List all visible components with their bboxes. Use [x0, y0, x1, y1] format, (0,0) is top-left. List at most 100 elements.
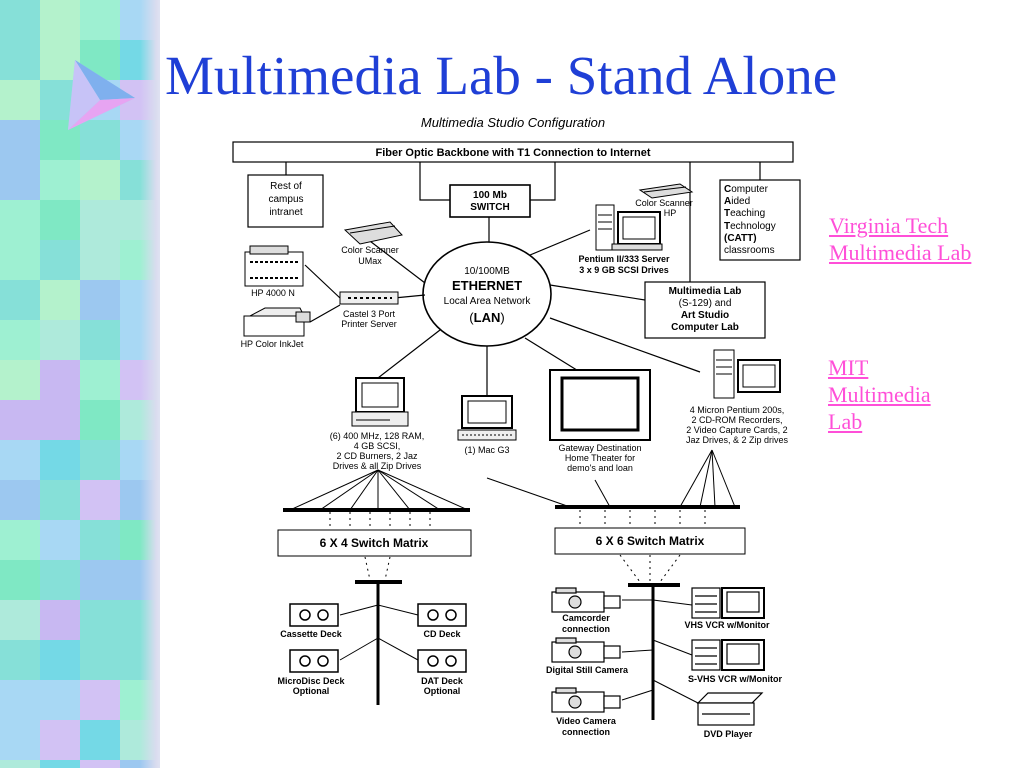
micron-line1: 4 Micron Pentium 200s,: [690, 405, 785, 415]
stripe-tile: [0, 280, 40, 320]
pentium-line2: 3 x 9 GB SCSI Drives: [579, 265, 669, 275]
catt-line1: Computer: [724, 184, 769, 195]
stripe-tile: [40, 640, 80, 680]
scanner-umax-line2: UMax: [358, 256, 382, 266]
stripe-tile: [0, 560, 40, 600]
stripe-tile: [40, 600, 80, 640]
stripe-tile: [40, 200, 80, 240]
dat-deck-icon: [417, 649, 467, 673]
ethernet-lan-circle: [422, 241, 552, 347]
dat-line1: DAT Deck: [421, 676, 464, 686]
hp4000-label: HP 4000 N: [251, 288, 295, 298]
backbone-label: Fiber Optic Backbone with T1 Connection …: [375, 147, 650, 159]
stripe-tile: [0, 200, 40, 240]
stripe-tile: [80, 160, 120, 200]
dvd-player-icon: [696, 692, 764, 726]
abbr-lan: LAN: [474, 310, 501, 325]
stripe-tile: [0, 240, 40, 280]
stripe-tile: [40, 680, 80, 720]
link-mit-line2[interactable]: Multimedia: [828, 382, 931, 407]
stripe-tile: [40, 400, 80, 440]
digital-still-camera-icon: [551, 637, 621, 663]
matrix-6x6-label: 6 X 6 Switch Matrix: [596, 534, 705, 548]
stripe-tile: [80, 280, 120, 320]
link-virginia-tech-line2[interactable]: Multimedia Lab: [829, 240, 972, 265]
stripe-tile: [40, 360, 80, 400]
stripe-tile: [0, 40, 40, 80]
mac-g3-label: (1) Mac G3: [464, 445, 509, 455]
pcs-400-line1: (6) 400 MHz, 128 RAM,: [330, 431, 425, 441]
catt-initial-t1: T: [724, 208, 730, 219]
stripe-tile: [0, 120, 40, 160]
cassette-deck-icon: [289, 603, 339, 627]
mmlab-line2: (S-129) and: [679, 298, 732, 309]
matrix-6x4-label: 6 X 4 Switch Matrix: [320, 536, 429, 550]
pcs-400-line4: Drives & all Zip Drives: [333, 461, 422, 471]
stripe-tile: [0, 320, 40, 360]
ethernet-name: ETHERNET: [452, 278, 522, 293]
stripe-tile: [0, 640, 40, 680]
abbr-open: (: [469, 310, 474, 325]
cd-deck-icon: [417, 603, 467, 627]
stripe-tile: [80, 560, 120, 600]
rest-of-campus-line3: intranet: [269, 207, 303, 218]
stripe-tile: [0, 760, 40, 768]
mmlab-line3: Art Studio: [681, 310, 729, 321]
video-camera-line1: Video Camera: [556, 716, 617, 726]
stripe-tile: [40, 320, 80, 360]
diagram-heading: Multimedia Studio Configuration: [421, 115, 605, 130]
switch-box: [449, 184, 531, 218]
microdisc-line2: Optional: [293, 686, 330, 696]
castel-line1: Castel 3 Port: [343, 309, 396, 319]
desktop-pc-icon: [351, 377, 409, 427]
server-computer-icon: [595, 204, 663, 251]
stripe-tile: [0, 520, 40, 560]
microdisc-line1: MicroDisc Deck: [277, 676, 345, 686]
scanner-umax-icon: [343, 221, 403, 245]
printer-hp4000-icon: [244, 245, 304, 287]
hp-inkjet-label: HP Color InkJet: [241, 339, 304, 349]
stripe-tile: [40, 240, 80, 280]
vhs-vcr-monitor-icon: [691, 587, 765, 619]
mmlab-line4: Computer Lab: [671, 322, 739, 333]
dvd-label: DVD Player: [704, 729, 753, 739]
vhs-label: VHS VCR w/Monitor: [685, 620, 770, 630]
stripe-tile: [40, 480, 80, 520]
stripe-tile: [0, 0, 40, 40]
link-mit-multimedia-lab[interactable]: MIT Multimedia Lab: [828, 354, 931, 435]
micron-line2: 2 CD-ROM Recorders,: [691, 415, 782, 425]
stripe-tile: [80, 520, 120, 560]
stripe-tile: [80, 720, 120, 760]
catt-line4: Technology: [724, 221, 776, 232]
scanner-umax-line1: Color Scanner: [341, 245, 399, 255]
camcorder-line1: Camcorder: [562, 613, 610, 623]
link-virginia-tech[interactable]: Virginia Tech Multimedia Lab: [829, 212, 971, 266]
stripe-tile: [80, 200, 120, 240]
catt-line3: Teaching: [724, 208, 765, 219]
scanner-hp-icon: [638, 183, 694, 199]
catt-line5: (CATT): [724, 233, 757, 244]
catt-initial-a: A: [724, 196, 731, 207]
stripe-tile: [0, 80, 40, 120]
stripe-tile: [40, 560, 80, 600]
micron-line3: 2 Video Capture Cards, 2: [686, 425, 787, 435]
stripe-tile: [40, 440, 80, 480]
link-mit-line3[interactable]: Lab: [828, 409, 863, 434]
stripe-tile: [80, 760, 120, 768]
arrow-bullet-icon: [68, 60, 135, 130]
camcorder-line2: connection: [562, 624, 610, 634]
stripe-tile: [80, 320, 120, 360]
switch-line1: 100 Mb: [473, 190, 507, 201]
pcs-400-line3: 2 CD Burners, 2 Jaz: [336, 451, 418, 461]
link-mit-line1[interactable]: MIT: [828, 355, 869, 380]
rest-of-campus-line1: Rest of: [270, 181, 302, 192]
microdisc-deck-icon: [289, 649, 339, 673]
stripe-tile: [80, 0, 120, 40]
link-virginia-tech-line1[interactable]: Virginia Tech: [829, 213, 949, 238]
stripe-fade: [140, 0, 160, 768]
catt-rest-1: omputer: [731, 184, 768, 195]
video-camera-line2: connection: [562, 727, 610, 737]
stripe-tile: [40, 720, 80, 760]
stripe-tile: [80, 240, 120, 280]
